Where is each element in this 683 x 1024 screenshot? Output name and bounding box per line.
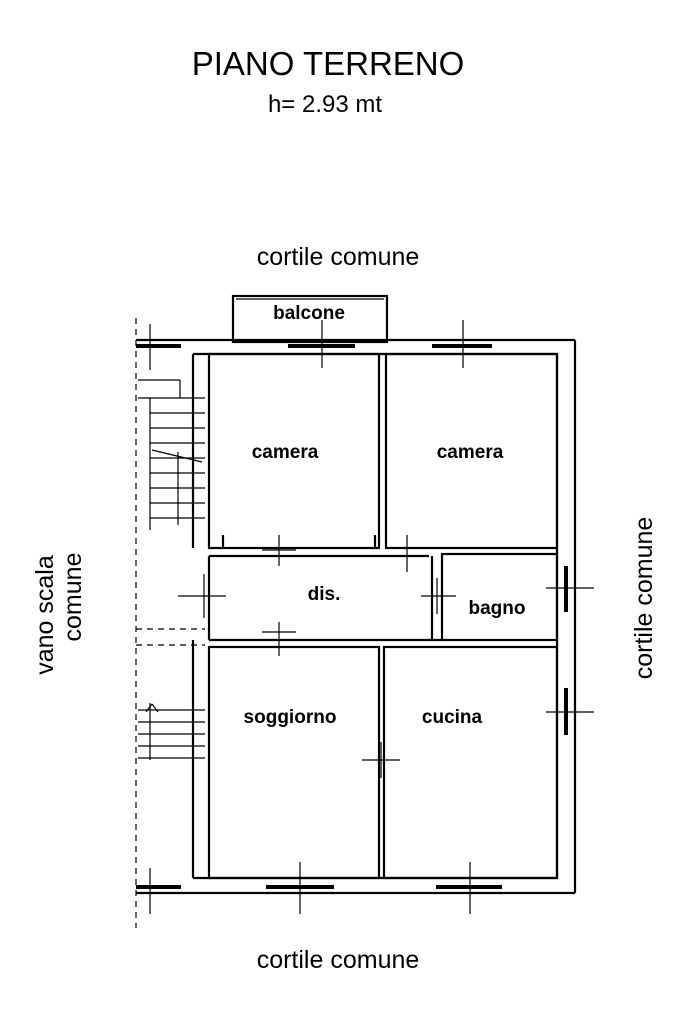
staircase-upper <box>138 379 205 530</box>
room-label-balcony: balcone <box>273 303 345 324</box>
ceiling-height-label: h= 2.93 mt <box>268 91 382 118</box>
stairwell-boundary <box>135 318 205 928</box>
room-label-living-room: soggiorno <box>244 707 337 728</box>
courtyard-label-bottom: cortile comune <box>257 946 420 974</box>
balcony-outline <box>231 294 389 344</box>
windows <box>136 344 568 889</box>
staircase-lower <box>138 703 205 760</box>
room-label-kitchen: cucina <box>422 707 483 728</box>
stairwell-label-line1: vano scala <box>31 555 59 675</box>
opening-markers <box>149 320 594 914</box>
floor-title: PIANO TERRENO <box>192 45 465 82</box>
room-label-bedroom-left: camera <box>252 442 319 463</box>
room-label-hallway: dis. <box>308 584 341 605</box>
room-label-bathroom: bagno <box>469 598 526 619</box>
courtyard-label-right: cortile comune <box>630 517 658 680</box>
courtyard-label-top: cortile comune <box>257 243 420 271</box>
stairwell-label-line2: comune <box>59 553 87 642</box>
room-label-bedroom-right: camera <box>437 442 504 463</box>
